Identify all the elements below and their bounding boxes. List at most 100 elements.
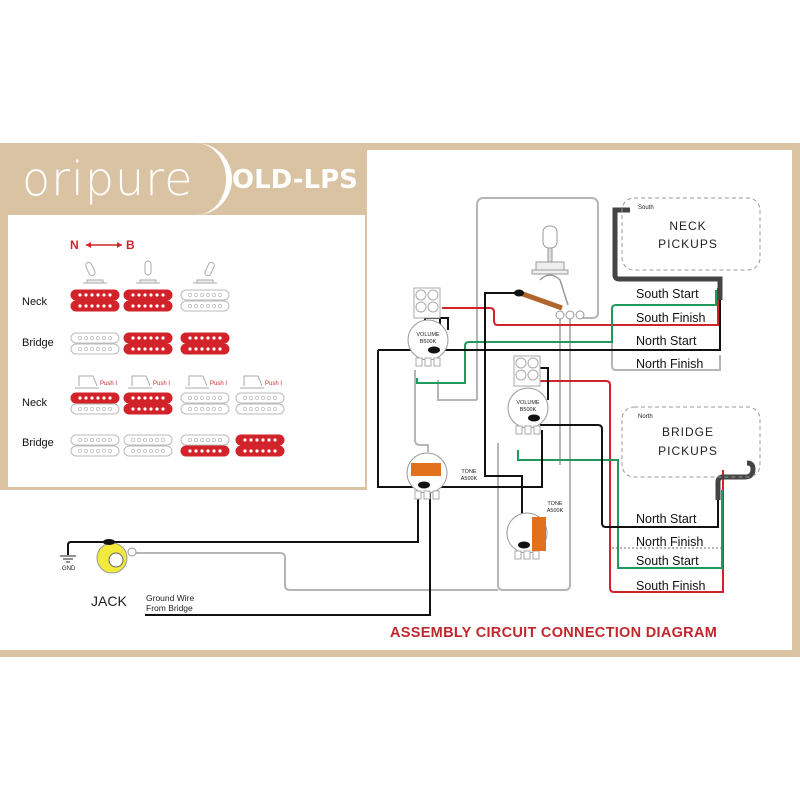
toggle-switch: [514, 225, 585, 320]
coil-active: [123, 332, 173, 344]
coil-active: [235, 434, 285, 446]
ground-wire-label: Ground Wire: [146, 593, 194, 603]
lead-label: North Finish: [636, 535, 703, 549]
bridge-pickup-icon: [70, 332, 120, 355]
brand-logo: oripure: [22, 152, 194, 206]
coil-inactive: [180, 403, 230, 415]
lead-label: South Start: [636, 287, 699, 301]
model-name: OLD-LPS: [232, 165, 358, 195]
coil-active: [235, 445, 285, 457]
neck-pickup-icon: [235, 392, 285, 415]
coil-active: [123, 392, 173, 404]
bridge-pickup-icon: [180, 434, 230, 457]
neck-lead-labels: South Start South Finish North Start Nor…: [636, 287, 706, 371]
coil-inactive: [180, 289, 230, 301]
push-pull-icon: Push I: [75, 375, 117, 389]
push-label: Push I: [265, 381, 282, 387]
neck-pickup: South NECK PICKUPS: [621, 197, 761, 271]
coil-inactive: [180, 300, 230, 312]
lead-label: South Finish: [636, 579, 706, 593]
pot-value: A500K: [461, 476, 478, 482]
direction-indicator: N B: [70, 238, 135, 252]
neck-pickup-icon: [180, 289, 230, 312]
neck-pickup-icon: [70, 289, 120, 312]
bridge-pickup-icon: [123, 434, 173, 457]
bridge-pickup-icon: [180, 332, 230, 355]
pot-label: TONE: [461, 469, 477, 475]
push-pull-icon: Push I: [185, 375, 227, 389]
coil-active: [180, 343, 230, 355]
bridge-pickup-icon: [70, 434, 120, 457]
logo-arc: [186, 143, 232, 215]
red-wires: [442, 288, 724, 593]
neck-pickup-title: NECK: [669, 219, 706, 233]
capacitor: [532, 517, 546, 551]
lead-label: North Finish: [636, 357, 703, 371]
lead-label: South Start: [636, 554, 699, 568]
toggle-switch-icon: [83, 261, 107, 284]
neck-pickup-icon: [123, 289, 173, 312]
coil-active: [180, 332, 230, 344]
coil-inactive: [235, 403, 285, 415]
row-label: Neck: [22, 296, 48, 308]
coil-inactive: [70, 445, 120, 457]
ground-wire-label-2: From Bridge: [146, 603, 193, 613]
coil-inactive: [235, 392, 285, 404]
bridge-pickup-title: BRIDGE: [662, 425, 714, 439]
bridge-pole-label: North: [638, 414, 653, 420]
toggle-switch-icon: [136, 260, 160, 284]
coil-active: [180, 445, 230, 457]
diagram-title: ASSEMBLY CIRCUIT CONNECTION DIAGRAM: [390, 625, 717, 641]
output-jack: JACK GND Ground Wire From Bridge: [60, 539, 194, 613]
push-label: Push I: [100, 381, 117, 387]
coil-inactive: [70, 332, 120, 344]
row-label: Neck: [22, 397, 48, 409]
diagram-panel-bottom: [0, 490, 792, 650]
coil-active: [123, 403, 173, 415]
coil-inactive: [70, 403, 120, 415]
bridge-pickup-icon: [235, 434, 285, 457]
pot-value: A500K: [547, 508, 564, 514]
jack-label: JACK: [91, 593, 127, 609]
bridge-pickup-icon: [123, 332, 173, 355]
pickup-leads-thick: [612, 207, 756, 500]
bridge-letter: B: [126, 238, 135, 252]
pot-value: B500K: [420, 339, 437, 345]
pot-value: B500K: [520, 407, 537, 413]
coil-inactive: [70, 343, 120, 355]
coil-inactive: [123, 434, 173, 446]
neck-pickup-icon: [180, 392, 230, 415]
pot-label: TONE: [547, 501, 563, 507]
row-label: Bridge: [22, 337, 54, 349]
switch-tip: [542, 225, 558, 249]
black-wires: [67, 280, 721, 616]
coil-active: [70, 392, 120, 404]
toggle-switch-icon: [193, 261, 217, 284]
push-pull-icon: Push I: [128, 375, 170, 389]
capacitor: [411, 463, 441, 476]
push-pull-icon: Push I: [240, 375, 282, 389]
push-label: Push I: [210, 381, 227, 387]
coil-inactive: [180, 434, 230, 446]
green-wires: [416, 290, 723, 569]
coil-active: [70, 300, 120, 312]
ground-icon: [60, 555, 76, 563]
row-label: Bridge: [22, 437, 54, 449]
bridge-pickup: North BRIDGE PICKUPS: [621, 406, 761, 478]
neck-pickup-icon: [70, 392, 120, 415]
bridge-pickup-subtitle: PICKUPS: [658, 444, 718, 458]
coil-active: [123, 343, 173, 355]
lead-label: North Start: [636, 512, 697, 526]
neck-pickup-icon: [123, 392, 173, 415]
bridge-lead-labels: North Start North Finish South Start Sou…: [636, 512, 706, 593]
coil-active: [70, 289, 120, 301]
push-label: Push I: [153, 381, 170, 387]
pot-label: VOLUME: [416, 332, 440, 338]
neck-pole-label: South: [638, 205, 654, 211]
switch-lug-brass: [519, 290, 563, 311]
gnd-label: GND: [62, 566, 76, 572]
